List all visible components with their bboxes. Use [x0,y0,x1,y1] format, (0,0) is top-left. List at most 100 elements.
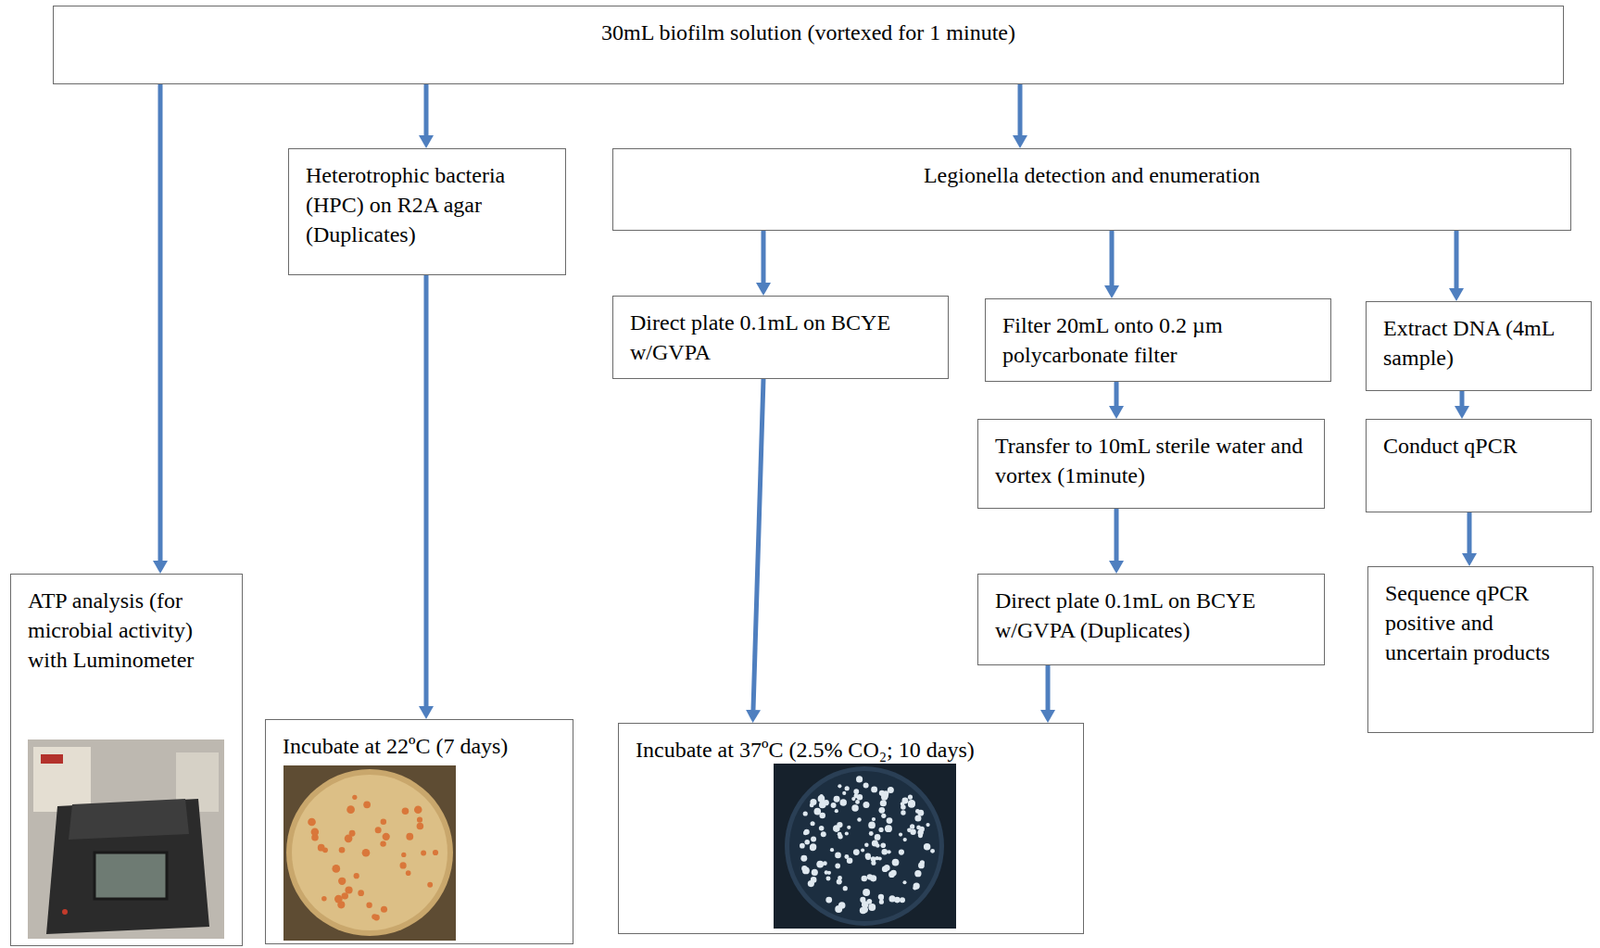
colony [321,895,327,901]
colony [405,832,414,841]
box-text: Direct plate 0.1mL on BCYE w/GVPA [629,307,932,367]
colony [344,885,353,894]
colony [907,794,913,800]
photo-ground [27,739,225,939]
bcye-plate-photo [773,763,957,929]
colony [346,805,355,814]
luminometer-body [46,798,210,934]
colony [416,822,425,831]
colony [833,795,841,803]
colony [834,808,839,813]
colony [379,840,386,846]
colony [907,800,916,808]
colony [402,807,410,816]
colony [800,855,807,862]
colony [836,821,843,828]
colony [902,880,907,884]
colony [371,913,378,920]
colony [825,896,832,904]
colony [307,818,316,827]
box-text: Direct plate 0.1mL on BCYE w/GVPA (Dupli… [995,585,1308,645]
colony [803,831,808,836]
colony [830,847,834,852]
agar-surface [789,770,940,921]
colony [878,894,884,900]
flow-arrow [158,84,164,561]
colony [915,808,920,814]
colony [399,861,406,869]
colony [919,859,925,865]
colony [844,831,849,835]
process-box: ATP analysis (for microbial activity) wi… [10,573,243,946]
process-box: Transfer to 10mL sterile water and vorte… [977,418,1325,509]
process-box: Heterotrophic bacteria (HPC) on R2A agar… [288,148,567,276]
colony [879,899,884,905]
colony [362,848,371,857]
colony [834,852,842,859]
colony [352,794,357,800]
colony [853,788,859,794]
colony [855,799,860,805]
flow-arrow [1454,230,1460,289]
colony [380,818,387,825]
petri-dish [286,768,454,936]
colony [311,827,320,836]
colony [863,781,870,788]
colony [899,896,906,903]
colony [818,812,826,819]
flow-arrow [753,378,764,710]
colony [839,798,846,806]
process-box: Direct plate 0.1mL on BCYE w/GVPA [612,295,949,379]
colony [870,785,878,793]
colony [816,860,824,869]
colony [923,843,931,850]
colony [862,888,870,896]
box-text: Legionella detection and enumeration [629,160,1554,190]
colony [898,849,905,856]
colony [432,849,439,856]
colony [883,864,890,870]
colony [382,832,391,841]
colony [344,834,353,844]
colony [401,852,406,857]
luminometer-screen [94,852,167,899]
colony [875,843,880,847]
colony [914,815,921,822]
colony [809,844,817,851]
colony [886,817,894,824]
colony [869,831,874,836]
colony [427,881,433,888]
colony [818,801,827,809]
luminometer-light [62,908,68,915]
colony [820,831,827,837]
colony [868,903,876,911]
colony [420,850,427,857]
colony [843,885,848,891]
colony [826,875,832,881]
colony [878,827,883,832]
colony [837,783,842,788]
colony [909,823,915,829]
photo-carton-label [40,754,63,764]
colony [878,806,885,814]
colony [837,879,843,884]
colony [916,825,921,831]
colony [868,821,876,830]
process-box: 30mL biofilm solution (vortexed for 1 mi… [52,5,1564,85]
colony [363,800,371,808]
colony [890,869,897,877]
colony [859,896,866,903]
colony [405,869,412,876]
colony [801,865,807,871]
colony [909,829,916,835]
flow-arrow [424,84,429,136]
colony [892,858,900,867]
flow-arrow [1109,230,1115,286]
colony [842,791,846,795]
colony [874,833,882,841]
colony [804,839,810,845]
colony [856,775,863,782]
colony [859,907,867,914]
